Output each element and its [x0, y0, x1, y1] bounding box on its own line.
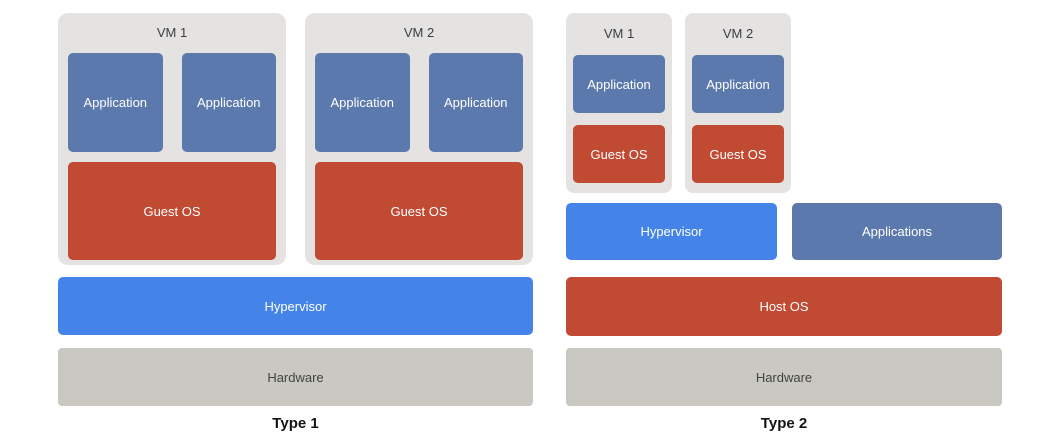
- type1-caption: Type 1: [272, 415, 319, 432]
- application-box: Application: [692, 55, 784, 113]
- application-box: Application: [68, 53, 163, 152]
- type1-vm2-container: VM 2 Application Application Guest OS: [305, 13, 533, 265]
- guest-os-box: Guest OS: [68, 162, 276, 260]
- type2-caption: Type 2: [760, 415, 808, 432]
- guest-os-box: Guest OS: [315, 162, 523, 260]
- application-box: Application: [315, 53, 410, 152]
- type2-vm1-title: VM 1: [603, 26, 635, 41]
- type2-vm2-container: VM 2 Application Guest OS: [685, 13, 791, 193]
- type1-vm1-container: VM 1 Application Application Guest OS: [58, 13, 286, 265]
- type2-host-os-bar: Host OS: [566, 277, 1002, 336]
- type1-vm1-apps-row: Application Application: [68, 53, 276, 152]
- type2-diagram: VM 1 Application Guest OS VM 2 Applicati…: [566, 0, 1002, 446]
- type2-vm2-title: VM 2: [722, 26, 754, 41]
- guest-os-box: Guest OS: [692, 125, 784, 183]
- application-box: Application: [181, 53, 276, 152]
- type2-vm1-container: VM 1 Application Guest OS: [566, 13, 672, 193]
- type1-hardware-bar: Hardware: [58, 348, 533, 406]
- type2-applications-bar: Applications: [792, 203, 1002, 260]
- type2-hardware-bar: Hardware: [566, 348, 1002, 406]
- type1-hypervisor-bar: Hypervisor: [58, 277, 533, 335]
- type1-vm1-title: VM 1: [156, 25, 188, 40]
- application-box: Application: [573, 55, 665, 113]
- type1-diagram: VM 1 Application Application Guest OS VM…: [58, 0, 533, 446]
- type1-vm2-title: VM 2: [403, 25, 435, 40]
- guest-os-box: Guest OS: [573, 125, 665, 183]
- application-box: Application: [428, 53, 523, 152]
- type2-hypervisor-bar: Hypervisor: [566, 203, 777, 260]
- type1-vm2-apps-row: Application Application: [315, 53, 523, 152]
